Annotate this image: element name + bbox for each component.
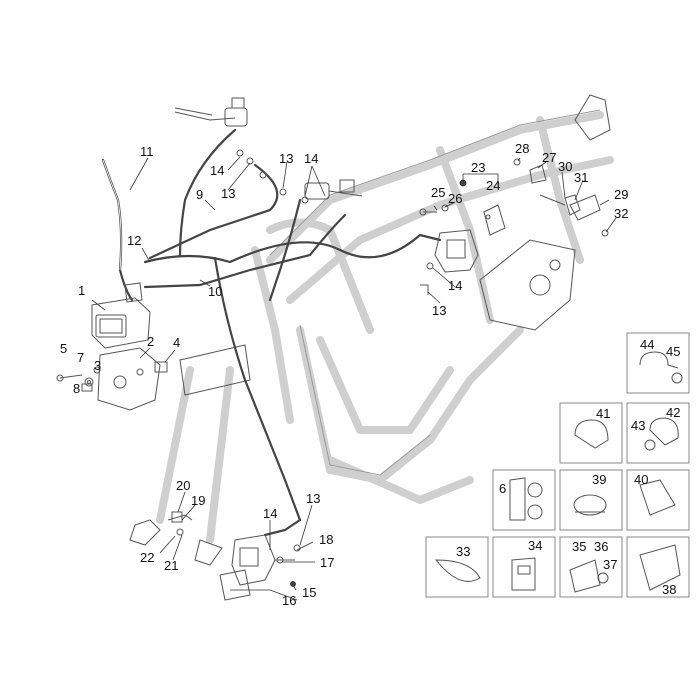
label-32: 32 — [614, 206, 628, 221]
label-13-lever: 13 — [221, 186, 235, 201]
label-40: 40 — [634, 472, 648, 487]
label-41: 41 — [596, 406, 610, 421]
label-13-rear: 13 — [432, 303, 446, 318]
label-34: 34 — [528, 538, 542, 553]
label-31: 31 — [574, 170, 588, 185]
label-16: 16 — [282, 593, 296, 608]
label-25: 25 — [431, 185, 445, 200]
label-19: 19 — [191, 493, 205, 508]
label-13-top: 13 — [279, 151, 293, 166]
label-30: 30 — [558, 159, 572, 174]
label-2: 2 — [147, 334, 154, 349]
label-10: 10 — [208, 284, 222, 299]
abs-modulator — [91, 282, 151, 349]
label-5: 5 — [60, 341, 67, 356]
label-22: 22 — [140, 550, 154, 565]
label-26: 26 — [448, 191, 462, 206]
label-1: 1 — [78, 283, 85, 298]
front-wheel-sensor — [167, 511, 193, 536]
label-24: 24 — [486, 178, 500, 193]
label-9: 9 — [196, 187, 203, 202]
label-7: 7 — [77, 350, 84, 365]
label-13-front: 13 — [306, 491, 320, 506]
label-20: 20 — [176, 478, 190, 493]
front-brake-lever — [174, 97, 248, 127]
label-27: 27 — [542, 150, 556, 165]
label-23: 23 — [471, 160, 485, 175]
label-38: 38 — [662, 582, 676, 597]
label-8: 8 — [73, 381, 80, 396]
label-17: 17 — [320, 555, 334, 570]
label-42: 42 — [666, 405, 680, 420]
label-14-front: 14 — [263, 506, 277, 521]
callout-labels: 1 2 3 4 5 6 7 8 9 10 11 12 13 13 13 13 1… — [60, 141, 680, 608]
brake-hoses — [101, 128, 442, 537]
scooter-frame — [129, 94, 614, 566]
label-29: 29 — [614, 187, 628, 202]
rear-brake-lever — [304, 179, 363, 200]
label-44: 44 — [640, 337, 654, 352]
label-21: 21 — [164, 558, 178, 573]
label-18: 18 — [319, 532, 333, 547]
label-12: 12 — [127, 233, 141, 248]
banjo-washers-top — [236, 149, 467, 204]
label-11: 11 — [140, 144, 154, 159]
abs-bracket — [97, 347, 161, 411]
abs-fasteners — [56, 366, 101, 392]
rear-caliper-parts-right — [513, 158, 609, 237]
rear-brake-caliper — [419, 204, 506, 295]
leader-lines — [91, 156, 617, 601]
label-37: 37 — [603, 557, 617, 572]
label-6: 6 — [499, 481, 506, 496]
label-28: 28 — [515, 141, 529, 156]
label-3: 3 — [94, 358, 101, 373]
label-33: 33 — [456, 544, 470, 559]
front-brake-caliper — [219, 534, 301, 601]
label-36: 36 — [594, 539, 608, 554]
label-14-lever: 14 — [210, 163, 224, 178]
label-15: 15 — [302, 585, 316, 600]
label-45: 45 — [666, 344, 680, 359]
label-14-top: 14 — [304, 151, 318, 166]
clip-detail-boxes — [425, 332, 690, 598]
label-43: 43 — [631, 418, 645, 433]
label-39: 39 — [592, 472, 606, 487]
label-35: 35 — [572, 539, 586, 554]
abs-bracket-clip — [154, 361, 168, 373]
label-4: 4 — [173, 335, 180, 350]
label-14-rear: 14 — [448, 278, 462, 293]
